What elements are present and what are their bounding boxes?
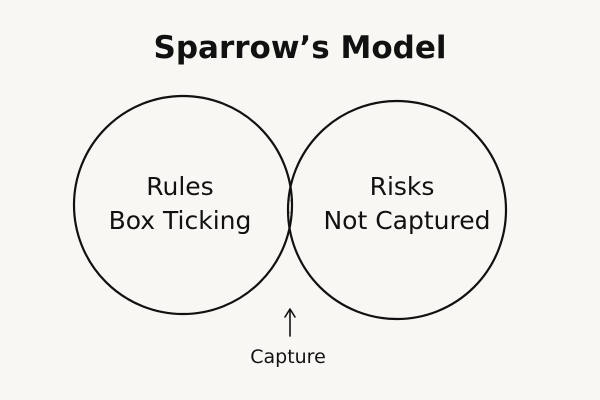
diagram-title: Sparrow’s Model [154,30,447,66]
intersection-label: Capture [250,346,326,368]
right-set-label-line2: Not Captured [323,206,490,235]
circle-rules [72,94,294,316]
up-arrow-icon [284,308,296,337]
left-set-label-line1: Rules [146,172,213,201]
right-set-label-line1: Risks [370,172,435,201]
circle-risks [286,99,508,321]
left-set-label-line2: Box Ticking [109,206,252,235]
